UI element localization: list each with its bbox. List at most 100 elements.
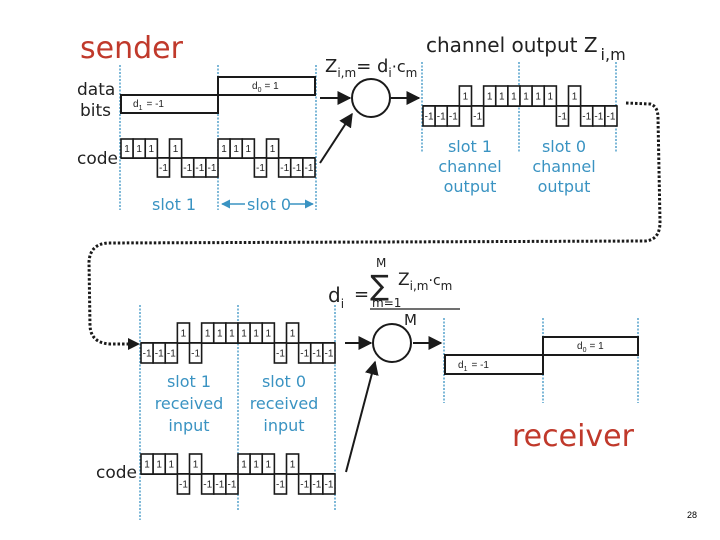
channel-output-chip <box>543 85 558 107</box>
channel-output-chip-label: 1 <box>548 92 554 103</box>
sender-d0-text: d0= 1 <box>252 81 279 94</box>
received-input-chip-label: -1 <box>312 349 321 360</box>
channel-output-chip <box>458 85 473 107</box>
channel-slot0-caption: slot 0 channel output <box>532 137 595 196</box>
sender-code-chip <box>156 157 171 178</box>
sender-code-chip <box>168 138 183 159</box>
received-slot0-caption-line2: received <box>250 394 319 413</box>
sigma-icon: ∑ <box>370 269 389 302</box>
channel-output-chip-label: 1 <box>463 92 469 103</box>
receiver-code-chip-label: 1 <box>266 460 272 471</box>
receiver-code-chip-label: -1 <box>203 480 212 491</box>
decoder-lhs: di <box>328 283 344 311</box>
sender-code-chip-label: -1 <box>159 163 168 174</box>
receiver-code-chip-label: 1 <box>241 460 247 471</box>
receiver-d0-box <box>542 336 639 356</box>
sender-code-chip-label: -1 <box>304 163 313 174</box>
receiver-code-chip-label: 1 <box>169 460 175 471</box>
received-input-chip-label: 1 <box>241 329 247 340</box>
channel-output-chip-label: -1 <box>473 112 482 123</box>
dotted-path-arrowhead-icon <box>128 338 140 350</box>
channel-output-chip-label: -1 <box>594 112 603 123</box>
receiver-title: receiver <box>512 419 635 454</box>
sender-slot0-caption: slot 0 <box>247 195 291 214</box>
receiver-code-chip-label: -1 <box>300 480 309 491</box>
channel-output-chip <box>555 105 570 127</box>
channel-output-chip-label: -1 <box>437 112 446 123</box>
received-input-chip <box>273 342 288 364</box>
receiver-code-chip-label: -1 <box>276 480 285 491</box>
channel-slot0-caption-line3: output <box>538 177 591 196</box>
receiver-code-chip <box>261 453 276 475</box>
sender-code-chip-label: 1 <box>233 144 239 155</box>
received-input-chip-label: -1 <box>300 349 309 360</box>
received-slot0-caption-line1: slot 0 <box>262 372 306 391</box>
receiver-code-chip-label: -1 <box>312 480 321 491</box>
receiver-code-chip-label: 1 <box>290 460 296 471</box>
sender-slot1-caption: slot 1 <box>152 195 196 214</box>
received-input-chip <box>164 342 179 364</box>
receiver-code-chip-label: -1 <box>227 480 236 491</box>
encoder-formula: Zi,m= di·cm <box>325 56 417 80</box>
receiver-code-chip-label: 1 <box>193 460 199 471</box>
received-input-chip-label: 1 <box>217 329 223 340</box>
received-input-chip <box>285 322 300 344</box>
decoder-sum-top: M <box>376 256 386 270</box>
received-input-chip <box>322 342 336 364</box>
channel-output-chip-label: -1 <box>425 112 434 123</box>
channel-output-chip-label: 1 <box>535 92 541 103</box>
received-input-chip <box>261 322 276 344</box>
sender-code-chip-label: -1 <box>256 163 265 174</box>
receiver-code-chip-label: -1 <box>215 480 224 491</box>
sender-code-chip-label: 1 <box>124 144 130 155</box>
sender-code-chip-label: 1 <box>173 144 179 155</box>
received-input-chip <box>188 342 203 364</box>
channel-output-chip-label: -1 <box>582 112 591 123</box>
sender-code-chip-label: 1 <box>149 144 155 155</box>
channel-slot0-caption-line2: channel <box>532 157 595 176</box>
sender-code-chip <box>205 157 219 178</box>
sender-code-chip-label: 1 <box>246 144 252 155</box>
received-slot0-caption: slot 0 received input <box>250 372 319 435</box>
receiver-code-chip-label: 1 <box>156 460 162 471</box>
decoder-denominator: M <box>404 311 417 329</box>
received-slot1-caption: slot 1 received input <box>155 372 224 435</box>
channel-output-chip <box>470 105 485 127</box>
channel-output-chip-label: -1 <box>449 112 458 123</box>
receiver-code-chip <box>164 453 179 475</box>
received-input-chip-label: -1 <box>276 349 285 360</box>
channel-slot-guides <box>421 62 617 152</box>
received-slot0-caption-line3: input <box>263 416 304 435</box>
receiver-code-chip <box>225 473 239 495</box>
channel-to-receiver-dotted-path <box>87 101 662 346</box>
sender-code-chip <box>253 157 268 178</box>
channel-output-chip <box>567 85 582 107</box>
receiver-code-chip <box>322 473 336 495</box>
sender-code-chip-label: -1 <box>292 163 301 174</box>
receiver-code-chip <box>188 453 203 475</box>
sender-code-chip-label: 1 <box>221 144 227 155</box>
sender-code-chip-label: -1 <box>183 163 192 174</box>
received-slot1-caption-line1: slot 1 <box>167 372 211 391</box>
decoder-term: Zi,m·cm <box>398 270 452 293</box>
data-bits-label-2: bits <box>80 101 111 121</box>
receiver-code-label: code <box>96 463 137 483</box>
data-bits-label-1: data <box>77 80 115 100</box>
encoder-multiplier-circle <box>351 78 391 118</box>
received-input-chip <box>176 322 191 344</box>
received-input-chip-label: -1 <box>324 349 333 360</box>
received-slot1-caption-line2: received <box>155 394 224 413</box>
sender-d1-text: d1= -1 <box>133 99 164 112</box>
channel-slot1-caption-line1: slot 1 <box>448 137 492 156</box>
received-slot-guides <box>139 305 336 520</box>
decoder-eq: = <box>354 284 369 305</box>
received-input-chip-label: -1 <box>167 349 176 360</box>
channel-output-chip-label: 1 <box>572 92 578 103</box>
channel-output-chip-label: 1 <box>511 92 517 103</box>
sender-code-chip-label: -1 <box>280 163 289 174</box>
received-input-chip-label: 1 <box>229 329 235 340</box>
channel-output-chip-label: 1 <box>487 92 493 103</box>
sender-code-chip <box>302 157 316 178</box>
receiver-code-chip-label: -1 <box>179 480 188 491</box>
